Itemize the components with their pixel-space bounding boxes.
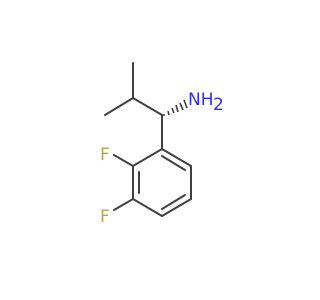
bond-fluorine-lower [113,198,134,211]
hashed-wedge-bond [163,99,188,116]
bond-fluorine-upper [113,154,134,167]
wedge-hash-4 [175,104,179,113]
atom-label-amine-subscript: 2 [213,95,224,115]
double-bond-inner-top [161,155,186,171]
bond-ring-4 [161,198,192,217]
bond-group [104,62,192,217]
wedge-hash-5 [179,102,184,111]
double-bond-inner-bottom [161,194,186,210]
wedge-hash-2 [167,110,170,116]
wedge-hash-6 [183,99,188,109]
bond-ch-chiral [132,97,163,116]
structure-diagram: NH 2 F F [100,62,224,227]
atom-label-amine: NH [188,90,214,110]
bond-ring-1 [132,148,163,167]
wedge-hash-3 [171,107,175,114]
bond-ring-3 [132,198,163,217]
bond-methyl-left [104,97,134,116]
molecule-canvas: NH 2 F F [100,62,224,227]
bond-ring-6 [161,148,192,167]
atom-label-fluorine-upper: F [100,145,110,165]
atom-label-fluorine-lower: F [100,207,110,227]
